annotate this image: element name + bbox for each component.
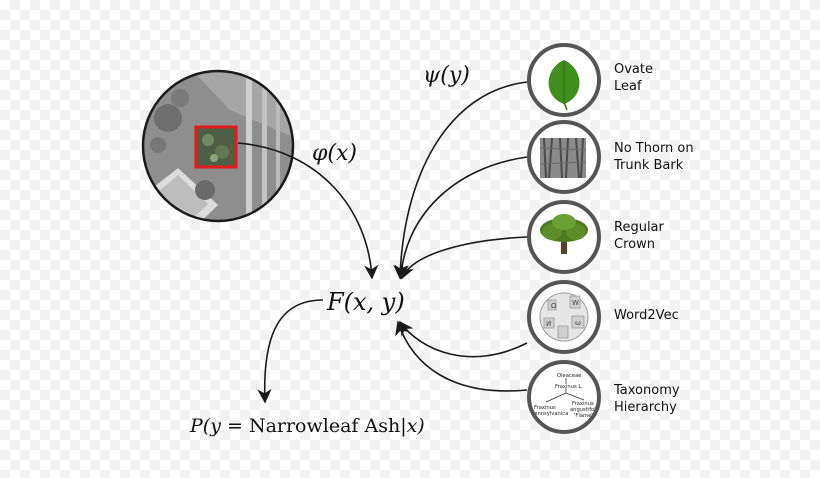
- arrow-F-to-P: [257, 299, 324, 404]
- aerial-image: [143, 71, 293, 221]
- arrow-taxonomy-to-F: [395, 320, 528, 392]
- wiki-glyph: W: [572, 299, 579, 307]
- P-formula-class: Narrowleaf Ash: [249, 415, 400, 437]
- taxonomy-leaf-left-line: pennsylvanica: [531, 411, 568, 417]
- arrow-bark-to-F: [394, 156, 528, 280]
- taxonomy-leaf-right-line: angustifolia: [570, 407, 600, 413]
- wiki-glyph: ω: [575, 319, 581, 327]
- psi-formula: ψ(y): [423, 63, 470, 88]
- taxonomy-leaf-right-line: 'Flame': [574, 413, 593, 419]
- attribute-label-trunk-bark: No Thorn on Trunk Bark: [614, 141, 694, 173]
- wiki-glyph: И: [546, 320, 551, 328]
- phi-formula: φ(x): [312, 141, 357, 166]
- attribute-label-word2vec: Word2Vec: [614, 308, 679, 323]
- aerial-circle-border: [141, 69, 295, 223]
- arrow-crown-to-F: [400, 236, 528, 280]
- taxonomy-leaf-left-line: Fraxinus: [534, 405, 556, 411]
- wikipedia-globe-icon: Ω W И ω: [527, 280, 601, 354]
- attribute-label-crown: Regular Crown: [614, 220, 664, 252]
- taxonomy-tree-icon: Oleaceae Fraxinus L. Fraxinus pennsylvan…: [527, 360, 602, 434]
- taxonomy-genus: Fraxinus L.: [555, 384, 583, 390]
- leaf-icon: [527, 43, 601, 117]
- attribute-label-taxonomy: Taxonomy Hierarchy: [614, 383, 680, 415]
- wiki-glyph: Ω: [551, 302, 557, 310]
- F-formula: F(x, y): [326, 288, 405, 316]
- P-formula-prefix: P(y =: [189, 415, 249, 437]
- bark-icon: [527, 120, 601, 194]
- arrow-phi-to-F: [237, 142, 379, 280]
- highlight-box: [194, 125, 238, 169]
- tree-crown-icon: [527, 200, 601, 274]
- arrow-leaf-to-F: [393, 81, 528, 280]
- taxonomy-leaf-right-line: Fraxinus: [572, 401, 594, 407]
- P-formula: P(y = Narrowleaf Ash|x): [189, 415, 425, 437]
- taxonomy-leaf-left: Fraxinus pennsylvanica: [531, 405, 568, 417]
- attribute-label-ovate-leaf: Ovate Leaf: [614, 62, 653, 94]
- taxonomy-leaf-right: Fraxinus angustifolia 'Flame': [570, 401, 602, 419]
- taxonomy-root: Oleaceae: [557, 373, 581, 379]
- arrow-word2vec-to-F: [399, 320, 528, 358]
- P-formula-suffix: |x): [400, 415, 425, 437]
